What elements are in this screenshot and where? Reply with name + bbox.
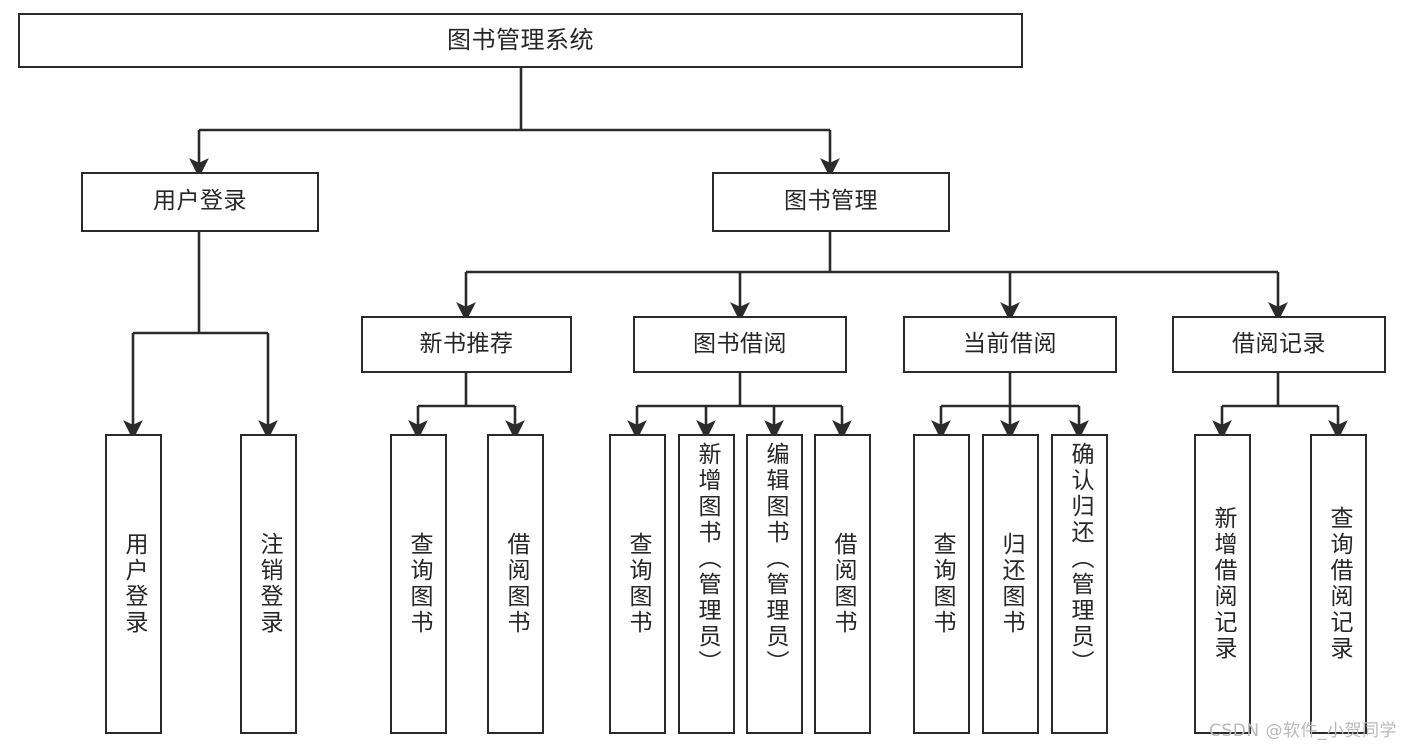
node-label: 图书管理系统 xyxy=(447,26,594,55)
watermark-text: CSDN @软件_小贺同学 xyxy=(1209,721,1397,741)
node-label: 查询借阅记录 xyxy=(1326,506,1352,662)
node-label: 借阅记录 xyxy=(1232,330,1326,357)
leaf-return-book[interactable]: 归还图书 xyxy=(982,434,1039,734)
node-current-borrowing[interactable]: 当前借阅 xyxy=(903,316,1117,373)
node-book-management[interactable]: 图书管理 xyxy=(712,172,950,232)
node-label: 查询图书 xyxy=(929,532,955,636)
node-label: 归还图书 xyxy=(998,532,1024,636)
node-label: 查询图书 xyxy=(625,532,651,636)
leaf-query-book-current[interactable]: 查询图书 xyxy=(913,434,970,734)
node-root-book-management-system[interactable]: 图书管理系统 xyxy=(18,13,1023,68)
node-new-book-recommendation[interactable]: 新书推荐 xyxy=(361,316,572,373)
node-label: 注销登录 xyxy=(256,532,282,636)
node-label: 新增图书（管理员） xyxy=(694,442,720,676)
node-label: 新增借阅记录 xyxy=(1210,506,1236,662)
leaf-add-book-admin[interactable]: 新增图书（管理员） xyxy=(678,434,735,734)
node-label: 图书借阅 xyxy=(693,330,787,357)
leaf-add-borrow-record[interactable]: 新增借阅记录 xyxy=(1194,434,1251,734)
node-label: 图书管理 xyxy=(784,188,878,215)
leaf-query-book-borrow[interactable]: 查询图书 xyxy=(609,434,666,734)
leaf-logout-login[interactable]: 注销登录 xyxy=(240,434,297,734)
node-user-login[interactable]: 用户登录 xyxy=(81,172,319,232)
leaf-confirm-return-admin[interactable]: 确认归还（管理员） xyxy=(1051,434,1108,734)
node-label: 确认归还（管理员） xyxy=(1067,442,1093,676)
leaf-borrow-book-recommend[interactable]: 借阅图书 xyxy=(487,434,544,734)
node-label: 查询图书 xyxy=(406,532,432,636)
leaf-user-login[interactable]: 用户登录 xyxy=(105,434,162,734)
node-book-borrowing[interactable]: 图书借阅 xyxy=(633,316,847,373)
leaf-query-book-recommend[interactable]: 查询图书 xyxy=(390,434,447,734)
node-label: 借阅图书 xyxy=(503,532,529,636)
node-label: 用户登录 xyxy=(121,532,147,636)
leaf-borrow-book[interactable]: 借阅图书 xyxy=(814,434,871,734)
node-label: 用户登录 xyxy=(153,188,247,215)
node-label: 当前借阅 xyxy=(963,330,1057,357)
node-label: 新书推荐 xyxy=(419,330,514,357)
leaf-edit-book-admin[interactable]: 编辑图书（管理员） xyxy=(746,434,803,734)
leaf-query-borrow-record[interactable]: 查询借阅记录 xyxy=(1310,434,1367,734)
node-label: 借阅图书 xyxy=(830,532,856,636)
node-label: 编辑图书（管理员） xyxy=(762,442,788,676)
node-borrowing-record[interactable]: 借阅记录 xyxy=(1172,316,1386,373)
